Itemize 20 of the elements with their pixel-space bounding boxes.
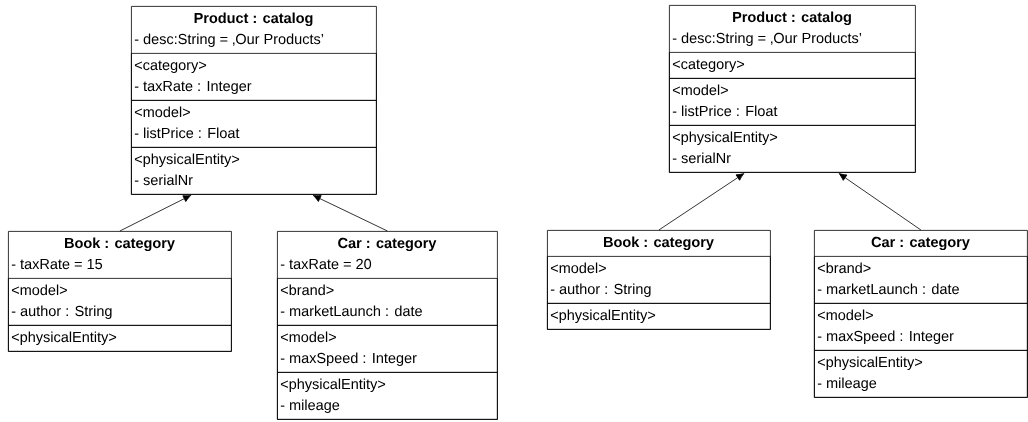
compartment: <physicalEntity> - mileage bbox=[277, 372, 498, 420]
compartment: <physicalEntity> - mileage bbox=[814, 350, 1028, 398]
arrow bbox=[838, 173, 922, 231]
compartment: <brand> - marketLaunch : date bbox=[814, 256, 1028, 304]
arrow bbox=[312, 195, 388, 232]
compartment: <physicalEntity> bbox=[547, 303, 771, 330]
compartment: <model> - maxSpeed : Integer bbox=[277, 325, 498, 373]
compartment: <category> bbox=[669, 52, 916, 79]
arrow bbox=[119, 195, 192, 232]
compartment: <model> - author : String bbox=[547, 256, 771, 304]
compartment: <model> - listPrice : Float bbox=[669, 78, 916, 126]
compartment: <model> - author : String bbox=[8, 278, 232, 326]
compartment: <physicalEntity> - serialNr bbox=[131, 147, 377, 195]
compartment: <category> - taxRate : Integer bbox=[131, 53, 377, 101]
compartment: <model> - maxSpeed : Integer bbox=[814, 303, 1028, 351]
compartment: <physicalEntity> bbox=[8, 325, 232, 352]
compartment: <physicalEntity> - serialNr bbox=[669, 125, 916, 173]
arrow bbox=[658, 173, 745, 231]
compartment: <brand> - marketLaunch : date bbox=[277, 278, 498, 326]
compartment: <model> - listPrice : Float bbox=[131, 100, 377, 148]
